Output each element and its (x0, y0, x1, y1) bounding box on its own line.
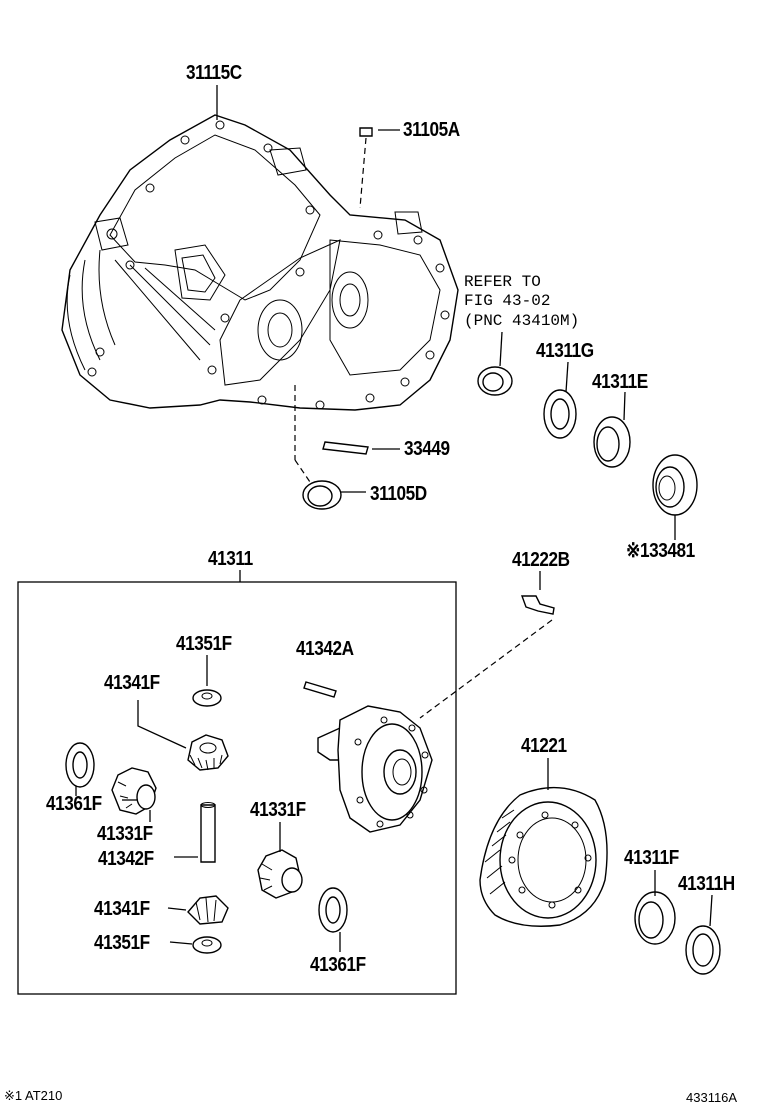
pinion-gear-41331F-right (257, 822, 303, 899)
washer-41361F-left (65, 742, 95, 796)
transaxle-case (61, 114, 459, 411)
label-41311E: 41311E (592, 371, 648, 393)
label-41222B: 41222B (512, 549, 570, 571)
ring-gear-holes (508, 811, 592, 909)
label-41311H: 41311H (678, 873, 735, 895)
reference-line-3: (PNC 43410M) (464, 312, 580, 330)
oil-seal-ref (477, 331, 513, 396)
label-41342A: 41342A (296, 638, 354, 660)
pin-33449 (322, 441, 400, 455)
label-41361F-left: 41361F (46, 793, 102, 815)
label-31105D: 31105D (370, 483, 427, 505)
bolt-41222B (419, 571, 555, 719)
case-bolt-holes-diff (354, 716, 429, 828)
label-41311G: 41311G (536, 340, 594, 362)
label-41341F-top: 41341F (104, 672, 160, 694)
plug-31105D (294, 385, 366, 510)
washer-41361F-right (318, 887, 348, 952)
ring-gear-41221 (479, 758, 608, 927)
figure-id: 433116A (686, 1090, 738, 1105)
washer-41311H (685, 894, 721, 975)
shaft-41342F (174, 802, 216, 863)
washer-41351F-top (192, 655, 222, 707)
label-41351F-top: 41351F (176, 633, 232, 655)
label-41361F-right: 41361F (310, 954, 366, 976)
reference-line-1: REFER TO (464, 273, 541, 291)
plug-31105A (359, 127, 400, 209)
bearing-41311F (634, 870, 676, 945)
label-41342F: 41342F (98, 848, 154, 870)
label-41311: 41311 (208, 548, 253, 570)
label-41341F-bottom: 41341F (94, 898, 150, 920)
label-41331F-left: 41331F (97, 823, 153, 845)
label-33449: 33449 (404, 438, 450, 460)
oil-seal-33481 (652, 454, 698, 540)
case-bolt-holes (87, 120, 450, 410)
label-33481: ※133481 (626, 540, 695, 562)
label-31105A: 31105A (403, 119, 460, 141)
label-41221: 41221 (521, 735, 567, 757)
label-31115C: 31115C (186, 62, 242, 84)
differential-assembly-box (17, 570, 457, 995)
side-gear-41341F-bottom (167, 895, 229, 925)
differential-case (317, 705, 433, 833)
footer-note: ※1 AT210 (4, 1088, 63, 1103)
washer-41311G (543, 361, 577, 439)
pin-41342A (303, 681, 337, 698)
reference-line-2: FIG 43-02 (464, 292, 551, 310)
bearing-41311E (593, 391, 631, 468)
label-41311F: 41311F (624, 847, 679, 869)
washer-41351F-bottom (169, 936, 222, 954)
side-gear-41341F-top (137, 700, 229, 771)
pinion-gear-41331F-left (111, 767, 157, 822)
label-41331F-right: 41331F (250, 799, 306, 821)
label-41351F-bottom: 41351F (94, 932, 150, 954)
